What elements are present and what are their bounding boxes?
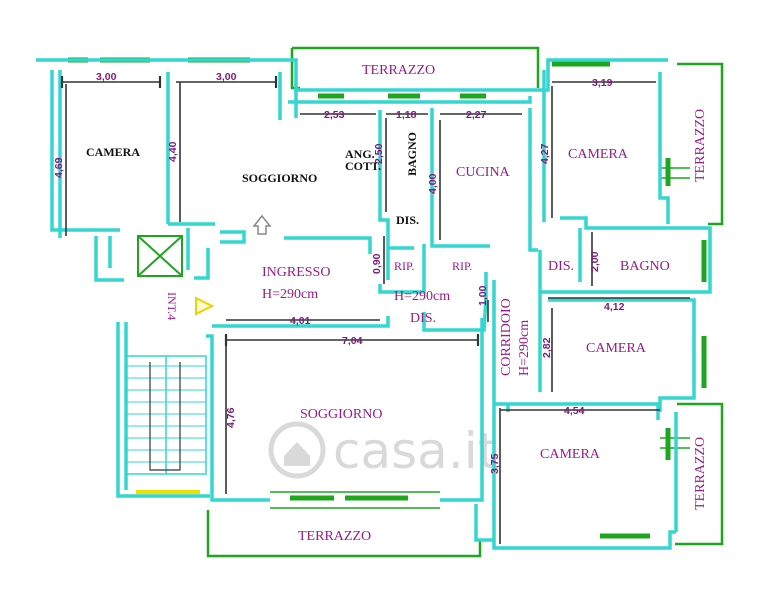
- entry-arrow-up-icon: [252, 214, 272, 235]
- dimension-labels: 3,00 3,00 2,53 1,18 2,27 3,19 4,69 4,40 …: [53, 71, 625, 474]
- dim-label: 4,12: [604, 301, 625, 313]
- dim-label: 3,00: [96, 71, 117, 83]
- entry-arrow-right-icon: [195, 296, 215, 316]
- dim-label: 7,04: [342, 335, 363, 347]
- room-ang-cott-line2: COTT.: [345, 159, 381, 173]
- terrace-right-top-outline: [677, 62, 724, 226]
- windows: [68, 57, 707, 539]
- dim-label: 2,00: [589, 251, 601, 272]
- dim-label: 2,82: [541, 337, 553, 358]
- room-ingresso: INGRESSO: [262, 265, 330, 280]
- room-camera-top-left: CAMERA: [86, 145, 140, 159]
- room-cucina: CUCINA: [456, 165, 511, 180]
- room-soggiorno-top: SOGGIORNO: [242, 171, 317, 185]
- room-dis-top: DIS.: [396, 213, 419, 227]
- int-label: INT.4: [165, 292, 179, 320]
- dim-label: 3,75: [489, 453, 501, 474]
- room-ang-cott-line1: ANG.: [345, 147, 375, 161]
- dim-label: 4,40: [167, 141, 179, 162]
- dim-label: 2,27: [466, 109, 487, 121]
- dim-label: 4,27: [539, 143, 551, 164]
- terrace-bottom-label: TERRAZZO: [298, 529, 371, 544]
- room-camera-mid-right: CAMERA: [586, 341, 647, 356]
- watermark-text: casa.it: [333, 422, 497, 480]
- room-center-height: H=290cm: [394, 289, 450, 304]
- walls: [36, 58, 712, 550]
- dim-label: 4,76: [225, 407, 237, 428]
- dim-label: 3,19: [592, 77, 613, 89]
- room-rip-2: RIP.: [452, 259, 472, 273]
- dim-label: 4,00: [427, 173, 439, 194]
- room-dis-center: DIS.: [410, 311, 436, 326]
- dim-label: 4,01: [290, 315, 311, 327]
- watermark: casa.it: [268, 421, 497, 480]
- room-labels: CAMERA SOGGIORNO ANG. COTT. BAGNO DIS. C…: [86, 63, 708, 544]
- room-corridoio-height: H=290cm: [517, 320, 532, 376]
- room-soggiorno-bottom: SOGGIORNO: [300, 407, 382, 422]
- dim-label: 1,00: [477, 285, 489, 306]
- terrace-bottom-outline: [206, 510, 482, 558]
- room-corridoio: CORRIDOIO: [499, 298, 514, 376]
- stairs: [125, 355, 207, 475]
- dim-label: 0,90: [371, 253, 383, 274]
- terrace-top-label: TERRAZZO: [362, 63, 435, 78]
- room-camera-top-right: CAMERA: [568, 147, 629, 162]
- dim-label: 3,00: [216, 71, 237, 83]
- terrace-right-bottom-label: TERRAZZO: [693, 437, 708, 510]
- room-camera-bottom-right: CAMERA: [540, 447, 601, 462]
- room-rip-1: RIP.: [394, 259, 414, 273]
- room-ingresso-height: H=290cm: [262, 287, 318, 302]
- room-bagno-top: BAGNO: [405, 132, 419, 176]
- lift-shaft: [137, 235, 183, 277]
- dim-label: 1,18: [396, 109, 417, 121]
- room-dis-right: DIS.: [548, 259, 574, 274]
- terrace-right-bottom-outline: [675, 402, 724, 546]
- terrace-right-top-label: TERRAZZO: [693, 109, 708, 182]
- dimension-lines: [60, 76, 690, 544]
- dim-label: 4,54: [564, 405, 585, 417]
- dim-label: 2,53: [324, 109, 345, 121]
- dim-label: 2,50: [373, 143, 385, 164]
- dim-label: 4,69: [53, 157, 65, 178]
- room-bagno-right: BAGNO: [620, 259, 670, 274]
